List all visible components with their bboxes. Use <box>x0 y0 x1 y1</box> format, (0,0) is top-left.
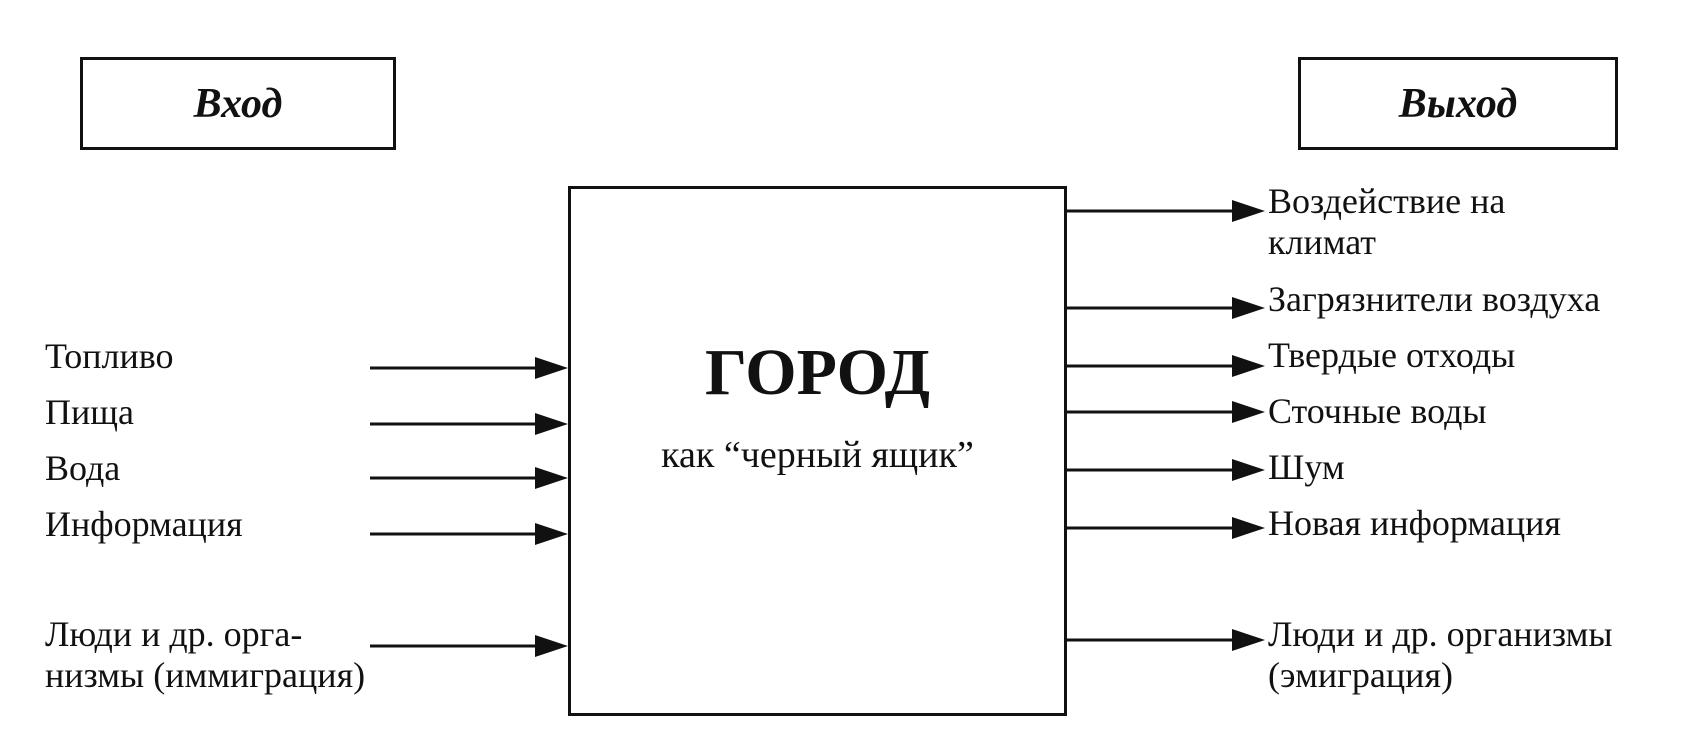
output-arrow-climate <box>1067 200 1265 222</box>
output-label-noise: Шум <box>1268 447 1345 487</box>
city-subtitle: как “черный ящик” <box>661 434 974 476</box>
output-arrow-people <box>1067 629 1265 651</box>
output-label-people: Люди и др. организмы (эмиграция) <box>1268 614 1613 695</box>
output-label-solid-waste: Твердые отходы <box>1268 335 1516 375</box>
output-label-air-pollutants: Загрязнители воздуха <box>1268 279 1601 319</box>
input-arrow-people <box>370 635 568 657</box>
city-title: ГОРОД <box>704 336 931 409</box>
output-label-new-information: Новая информация <box>1268 503 1561 543</box>
output-header-label: Выход <box>1398 80 1518 127</box>
input-label-water: Вода <box>45 448 121 488</box>
input-header-label: Вход <box>193 80 283 127</box>
input-label-fuel: Топливо <box>45 336 174 376</box>
input-arrow-water <box>370 467 568 489</box>
input-arrow-information <box>370 523 568 545</box>
input-arrow-food <box>370 413 568 435</box>
output-header-box: Выход <box>1298 57 1618 150</box>
input-arrow-fuel <box>370 357 568 379</box>
city-black-box <box>568 186 1067 716</box>
output-arrow-air-pollutants <box>1067 297 1265 319</box>
output-arrow-noise <box>1067 459 1265 481</box>
output-arrows <box>1067 200 1265 651</box>
output-arrow-wastewater <box>1067 401 1265 423</box>
output-arrow-new-information <box>1067 517 1265 539</box>
output-arrow-solid-waste <box>1067 355 1265 377</box>
input-arrows <box>370 357 568 657</box>
input-label-food: Пища <box>45 392 134 432</box>
output-label-wastewater: Сточные воды <box>1268 391 1487 431</box>
input-header-box: Вход <box>80 57 396 150</box>
output-label-climate: Воздействие на климат <box>1268 181 1506 262</box>
input-label-information: Информация <box>45 504 243 544</box>
input-label-people: Люди и др. орга- низмы (иммиграция) <box>45 614 366 695</box>
